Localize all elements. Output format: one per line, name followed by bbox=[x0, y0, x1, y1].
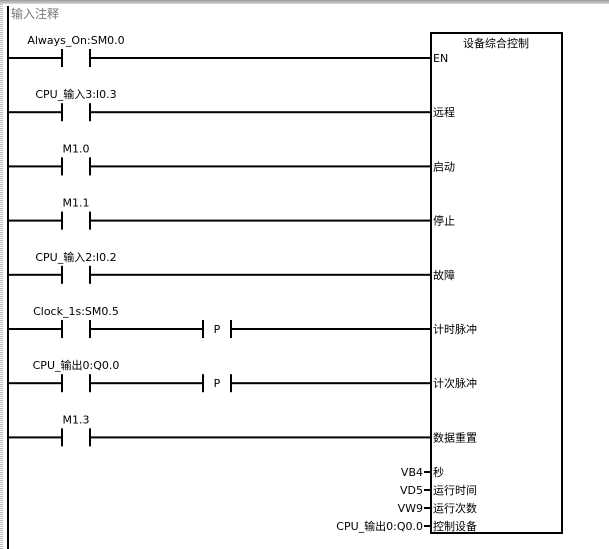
block-output: VB4 秒 bbox=[401, 465, 444, 479]
rung: M1.1 停止 bbox=[9, 197, 455, 230]
contact-no[interactable] bbox=[61, 428, 91, 447]
contact-no[interactable] bbox=[61, 211, 91, 230]
block-input-pin: 数据重置 bbox=[433, 430, 477, 444]
output-operand[interactable]: VW9 bbox=[398, 502, 423, 515]
contact-no[interactable] bbox=[61, 103, 91, 122]
block-input-pin: 计时脉冲 bbox=[433, 322, 477, 336]
network-comment[interactable]: 输入注释 bbox=[11, 6, 59, 21]
block-input-pin: 停止 bbox=[433, 214, 455, 228]
positive-edge-contact[interactable]: P bbox=[202, 320, 232, 338]
block-input-pin: 远程 bbox=[433, 106, 455, 119]
block-output: VW9 运行次数 bbox=[398, 501, 477, 515]
power-rail bbox=[7, 6, 9, 549]
block-output-pin: 秒 bbox=[433, 465, 444, 479]
block-input-pin: EN bbox=[433, 52, 448, 65]
wire bbox=[9, 436, 61, 439]
contact-no[interactable] bbox=[61, 265, 91, 284]
wire bbox=[9, 382, 61, 385]
contact-operand[interactable]: CPU_输入3:I0.3 bbox=[35, 87, 116, 101]
rung: M1.3 数据重置 bbox=[9, 413, 477, 447]
block-output: CPU_输出0:Q0.0 控制设备 bbox=[336, 519, 477, 533]
rung: Clock_1s:SM0.5P 计时脉冲 bbox=[9, 305, 477, 338]
wire bbox=[9, 111, 61, 114]
contact-no[interactable] bbox=[61, 49, 91, 67]
edge-label: P bbox=[214, 377, 221, 390]
contact-operand[interactable]: Clock_1s:SM0.5 bbox=[33, 305, 119, 318]
wire bbox=[9, 57, 61, 59]
left-border bbox=[0, 4, 3, 549]
contact-operand[interactable]: M1.0 bbox=[63, 142, 90, 155]
wire bbox=[9, 328, 61, 330]
positive-edge-contact[interactable]: P bbox=[202, 374, 232, 393]
rung: Always_On:SM0.0EN bbox=[9, 34, 448, 67]
rung: M1.0 启动 bbox=[9, 142, 455, 176]
contact-operand[interactable]: CPU_输入2:I0.2 bbox=[35, 250, 116, 264]
output-operand[interactable]: VD5 bbox=[400, 484, 423, 497]
rung: CPU_输入3:I0.3 远程 bbox=[9, 87, 455, 122]
rung: CPU_输入2:I0.2 故障 bbox=[9, 250, 455, 284]
top-border bbox=[0, 0, 609, 4]
wire bbox=[9, 219, 61, 222]
block-output-pin: 运行次数 bbox=[433, 501, 477, 515]
block-output-pin: 运行时间 bbox=[433, 484, 477, 497]
contact-operand[interactable]: M1.1 bbox=[63, 197, 90, 210]
contact-operand[interactable]: M1.3 bbox=[63, 413, 90, 426]
block-output-pin: 控制设备 bbox=[433, 519, 477, 533]
block-input-pin: 故障 bbox=[433, 268, 455, 282]
output-operand[interactable]: CPU_输出0:Q0.0 bbox=[336, 519, 423, 533]
contact-operand[interactable]: Always_On:SM0.0 bbox=[27, 34, 124, 47]
block-output: VD5 运行时间 bbox=[400, 484, 477, 497]
wire bbox=[9, 273, 61, 276]
output-operand[interactable]: VB4 bbox=[401, 466, 423, 479]
contact-no[interactable] bbox=[61, 374, 91, 393]
wire bbox=[9, 165, 61, 168]
block-input-pin: 计次脉冲 bbox=[433, 376, 477, 390]
edge-label: P bbox=[214, 323, 221, 336]
block-title: 设备综合控制 bbox=[463, 36, 529, 50]
block-input-pin: 启动 bbox=[433, 160, 455, 173]
contact-no[interactable] bbox=[61, 157, 91, 176]
rung: CPU_输出0:Q0.0P 计次脉冲 bbox=[9, 358, 477, 393]
contact-operand[interactable]: CPU_输出0:Q0.0 bbox=[33, 358, 120, 372]
contact-no[interactable] bbox=[61, 320, 91, 338]
function-block-box[interactable] bbox=[430, 32, 563, 534]
